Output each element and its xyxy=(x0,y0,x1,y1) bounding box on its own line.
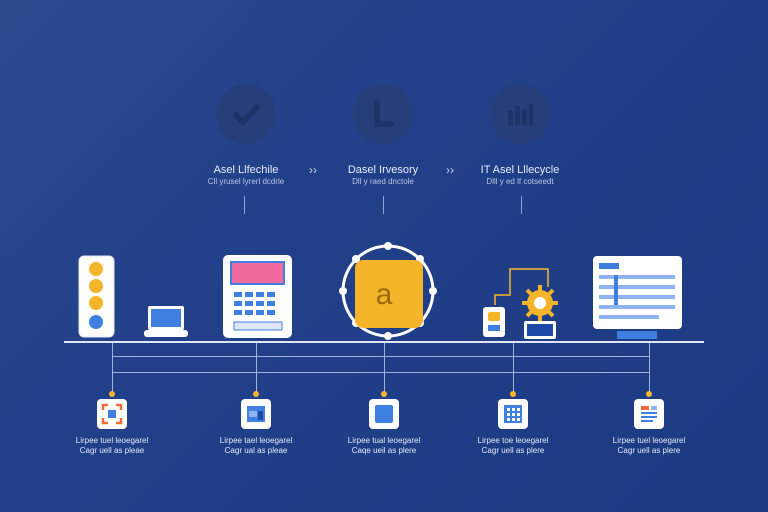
desktop-terminal-icon xyxy=(222,254,294,345)
main-timeline xyxy=(64,341,704,343)
branch-line xyxy=(112,343,113,393)
center-asset-ring-icon xyxy=(338,241,438,346)
connector-dot xyxy=(510,391,516,397)
step-3-title: IT Asel Lllecycle xyxy=(480,164,560,176)
connector-line xyxy=(244,196,245,214)
connector-line xyxy=(383,196,384,214)
bottom-square-icon xyxy=(369,399,399,429)
connector-line xyxy=(521,196,522,214)
lower-rail xyxy=(112,372,650,373)
branch-line xyxy=(256,343,257,393)
branch-line xyxy=(384,343,385,393)
step-1-title: Asel Llfechile xyxy=(213,164,279,176)
bottom-grid-icon xyxy=(498,399,528,429)
document-monitor-icon xyxy=(592,255,684,346)
bottom-window-icon xyxy=(241,399,271,429)
connector-dot xyxy=(109,391,115,397)
connector-dot xyxy=(646,391,652,397)
chevron-right-icon: ›› xyxy=(309,163,317,177)
step-3-subtitle: Dlll y ed lf cotseedt xyxy=(486,177,554,186)
step-2-title: Dasel Irvesory xyxy=(347,164,419,176)
step-3-bar-chart-icon xyxy=(490,84,550,144)
branch-line xyxy=(513,343,514,393)
bottom-frame-icon xyxy=(97,399,127,429)
connector-dot xyxy=(253,391,259,397)
step-2-subtitle: Dll y raed dnctole xyxy=(352,177,414,186)
step-1-subtitle: Cll yrusel lyrerl dcdrle xyxy=(207,177,285,186)
lower-rail xyxy=(112,356,650,357)
center-letter: a xyxy=(375,278,393,311)
usb-device-gear-icon xyxy=(478,265,562,346)
server-tower-icon xyxy=(78,255,116,344)
branch-line xyxy=(649,343,650,393)
laptop-icon xyxy=(143,305,189,344)
step-2-letter-l-icon xyxy=(353,84,413,144)
connector-dot xyxy=(381,391,387,397)
chevron-right-icon: ›› xyxy=(446,163,454,177)
bottom-document-icon xyxy=(634,399,664,429)
step-1-check-icon xyxy=(216,84,276,144)
